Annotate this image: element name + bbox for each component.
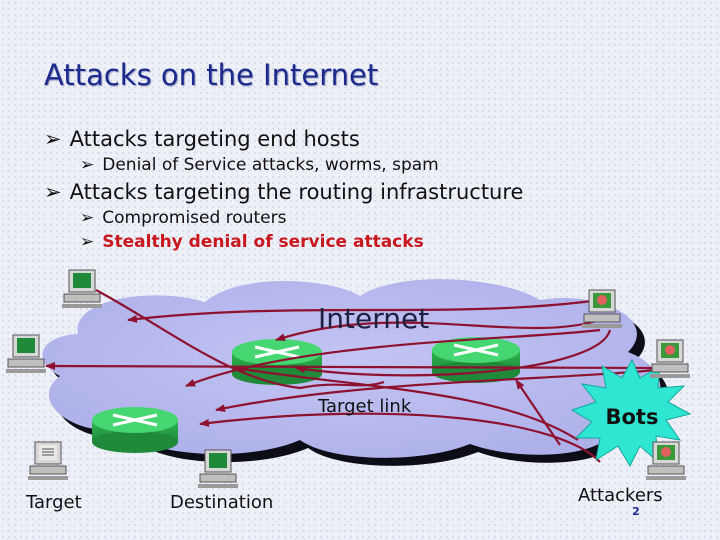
attack-path-arrow — [127, 298, 601, 323]
internet-label: Internet — [318, 302, 429, 335]
page-number: 2 — [632, 505, 640, 518]
attack-path-arrow — [199, 412, 601, 463]
bullet-arrow-icon: ➢ — [80, 208, 95, 228]
bullet-item: ➢ Stealthy denial of service attacks — [80, 232, 424, 252]
target-computer-icon — [28, 441, 68, 480]
bots-label: Bots — [606, 405, 659, 429]
destination-label: Destination — [170, 492, 273, 513]
host-computer-icon — [62, 269, 102, 308]
target-link-label: Target link — [317, 396, 412, 417]
attackers-label: Attackers — [578, 485, 663, 506]
attack-path-arrow — [295, 329, 612, 377]
bullet-text-highlight: Stealthy denial of service attacks — [102, 232, 424, 252]
bullet-text: Attacks targeting end hosts — [69, 127, 360, 151]
bullet-arrow-icon: ➢ — [44, 127, 62, 151]
bullet-item: ➢ Attacks targeting end hosts — [44, 127, 360, 151]
bot-computer-icon — [582, 289, 622, 328]
bots-burst — [570, 358, 692, 468]
bot-computer-icon — [650, 339, 690, 378]
bullet-text: Attacks targeting the routing infrastruc… — [69, 180, 524, 204]
bullet-item: ➢ Denial of Service attacks, worms, spam — [80, 155, 439, 175]
router-icon — [92, 407, 178, 453]
router-icon — [432, 337, 520, 383]
attack-path-arrow — [95, 289, 385, 390]
attack-path-arrow — [275, 318, 601, 342]
slide-title: Attacks on the Internet — [44, 58, 379, 92]
bullet-item: ➢ Attacks targeting the routing infrastru… — [44, 180, 523, 204]
attack-path-arrow — [515, 379, 561, 446]
attacker-computer-icon — [646, 441, 686, 480]
internet-cloud — [42, 279, 661, 458]
bullet-text: Compromised routers — [102, 208, 287, 228]
host-computer-icon — [6, 334, 46, 373]
target-label: Target — [25, 492, 82, 513]
attack-path-arrow — [45, 362, 661, 371]
destination-computer-icon — [198, 449, 238, 488]
bullet-text: Denial of Service attacks, worms, spam — [102, 155, 439, 175]
bullet-arrow-icon: ➢ — [80, 232, 95, 252]
bullet-arrow-icon: ➢ — [44, 180, 62, 204]
bullet-item: ➢ Compromised routers — [80, 208, 286, 228]
bullet-arrow-icon: ➢ — [80, 155, 95, 175]
